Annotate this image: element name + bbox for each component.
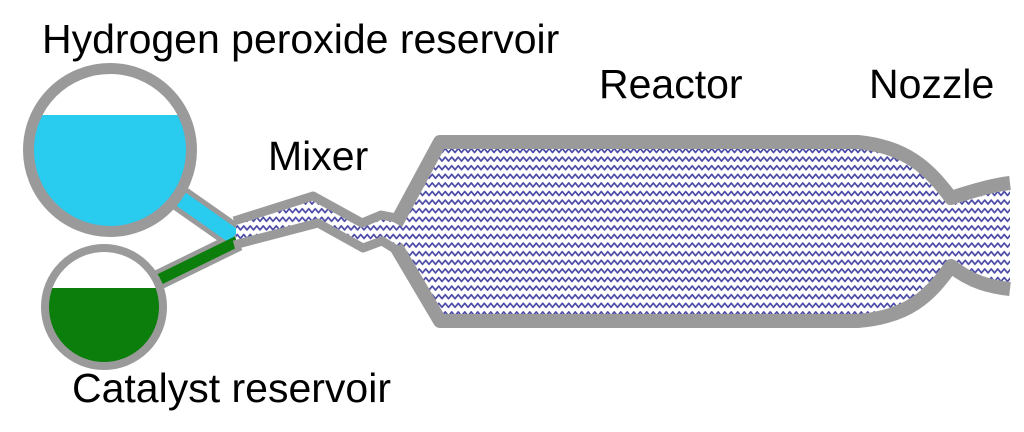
catalyst-reservoir (41, 244, 167, 370)
labels: Hydrogen peroxide reservoir Mixer Reacto… (42, 16, 994, 411)
reactor-nozzle-top-wall (389, 135, 1011, 227)
mixer-bottom-wall (232, 218, 402, 256)
reactor-nozzle-bottom-wall (389, 242, 1011, 328)
hydrogen-peroxide-reservoir (23, 63, 197, 237)
label-mixer: Mixer (268, 133, 368, 179)
hydrogen-reservoir-wall (23, 63, 197, 237)
label-hydrogen-peroxide-reservoir: Hydrogen peroxide reservoir (42, 16, 559, 62)
label-catalyst-reservoir: Catalyst reservoir (72, 365, 391, 411)
reactor-and-nozzle (389, 135, 1011, 328)
mixer-channel (232, 191, 402, 256)
flow-channel-mixture-fill (236, 142, 1010, 321)
mixer-top-wall (232, 191, 400, 228)
label-nozzle: Nozzle (869, 61, 994, 107)
catalyst-reservoir-wall (41, 244, 167, 370)
catalyst-feed-tube (145, 236, 240, 290)
label-reactor: Reactor (599, 61, 743, 107)
